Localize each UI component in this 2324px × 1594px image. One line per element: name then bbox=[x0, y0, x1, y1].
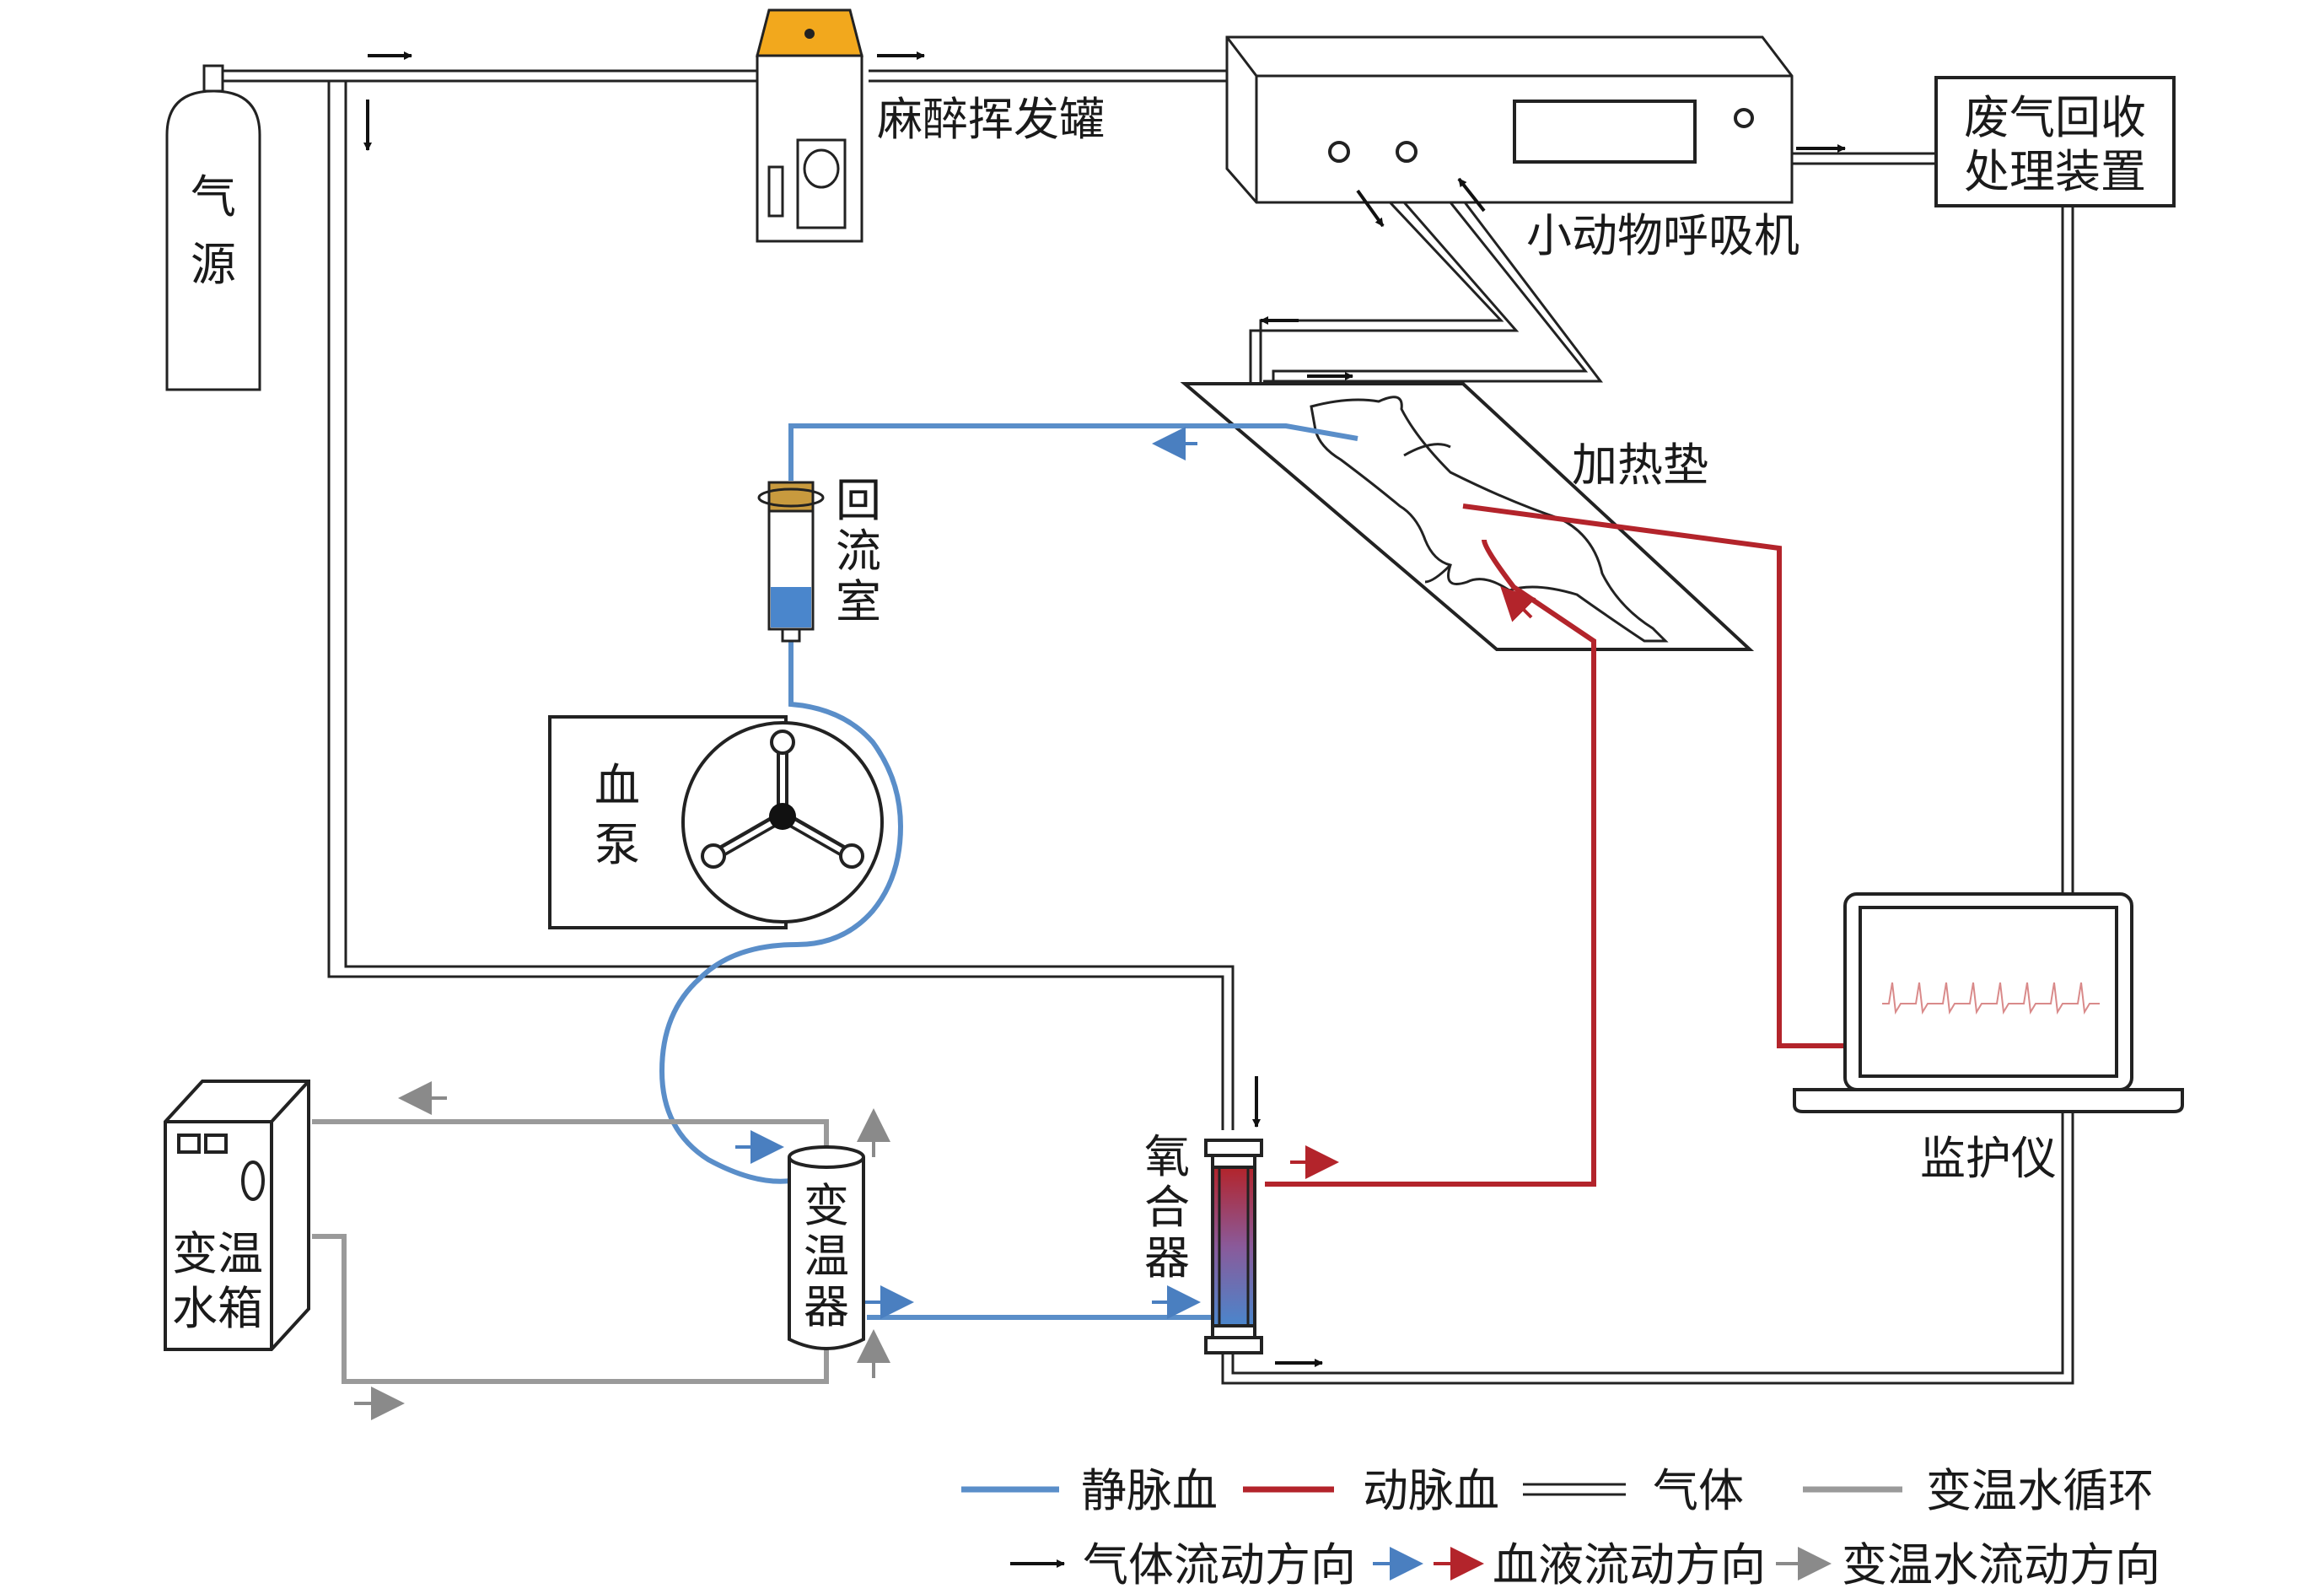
water-tank-label-2: 水箱 bbox=[172, 1282, 263, 1335]
oxygenator: 氧 合 器 bbox=[1144, 1130, 1263, 1354]
waste-gas-recovery: 废气回收 处理装置 bbox=[1934, 76, 2176, 207]
reflux-label-2: 流 bbox=[836, 525, 881, 578]
heat-exchanger-label-3: 器 bbox=[804, 1280, 849, 1333]
water-tank-label-1: 变温 bbox=[172, 1227, 263, 1280]
gas-source-label-1: 气 bbox=[191, 170, 236, 223]
heat-exchanger: 变 温 器 bbox=[788, 1145, 865, 1350]
legend-gas-label: 气体 bbox=[1653, 1464, 1744, 1517]
heat-exchanger-label-2: 温 bbox=[804, 1230, 849, 1283]
heat-exchanger-label-1: 变 bbox=[804, 1179, 849, 1232]
blood-flow-arrows bbox=[735, 427, 1536, 1319]
anesthesia-vaporizer: 麻醉挥发罐 bbox=[756, 8, 1105, 243]
blood-pump-label-2: 泵 bbox=[594, 818, 640, 871]
blood-pump-label-1: 血 bbox=[594, 759, 640, 812]
rat-outline bbox=[1310, 396, 1669, 643]
oxygenator-label-1: 氧 bbox=[1144, 1130, 1190, 1183]
small-animal-ventilator: 小动物呼吸机 bbox=[1225, 35, 1799, 262]
heating-pad-label: 加热垫 bbox=[1572, 439, 1708, 492]
arterial-arrow bbox=[1500, 586, 1536, 622]
gas-arrow bbox=[1457, 177, 1486, 213]
reflux-chamber: 回 流 室 bbox=[757, 474, 881, 643]
water-flow-arrows bbox=[354, 1081, 890, 1420]
reflux-label-3: 室 bbox=[836, 575, 881, 628]
monitor-label: 监护仪 bbox=[1920, 1132, 2057, 1185]
oxygenator-label-2: 合 bbox=[1144, 1181, 1190, 1234]
legend-blood-flow-label: 血液流动方向 bbox=[1493, 1538, 1766, 1591]
reflux-label-1: 回 bbox=[836, 474, 881, 527]
gas-source-label-2: 源 bbox=[191, 238, 236, 291]
legend-venous-label: 静脉血 bbox=[1081, 1464, 1218, 1517]
waste-gas-label-1: 废气回收 bbox=[1964, 91, 2146, 144]
legend: 静脉血 动脉血 气体 变温水循环 气体流动方向 血液流动方向 变温水流动方向 bbox=[961, 1464, 2160, 1591]
legend-gas-flow-label: 气体流动方向 bbox=[1083, 1538, 1356, 1591]
gas-arrow bbox=[1356, 189, 1385, 228]
gas-lines bbox=[221, 69, 2074, 1385]
venous-lines bbox=[659, 423, 1358, 1320]
water-tank: 变温 水箱 bbox=[164, 1080, 310, 1351]
legend-water-flow-label: 变温水流动方向 bbox=[1842, 1538, 2160, 1591]
ventilator-label: 小动物呼吸机 bbox=[1526, 209, 1799, 262]
legend-water-label: 变温水循环 bbox=[1926, 1464, 2154, 1517]
oxygenator-label-3: 器 bbox=[1144, 1231, 1190, 1284]
monitor-laptop: 监护仪 bbox=[1793, 892, 2184, 1185]
arterial-lines bbox=[1265, 504, 1845, 1187]
ecg-waveform bbox=[1882, 982, 2100, 1015]
gas-flow-arrows bbox=[363, 51, 1846, 1367]
vaporizer-label: 麻醉挥发罐 bbox=[877, 93, 1105, 146]
blood-pump: 血 泵 bbox=[548, 715, 884, 929]
waste-gas-label-2: 处理装置 bbox=[1964, 145, 2146, 198]
legend-arterial-label: 动脉血 bbox=[1363, 1464, 1499, 1517]
water-lines bbox=[312, 1119, 829, 1384]
gas-source-cylinder: 气 源 bbox=[165, 64, 261, 391]
